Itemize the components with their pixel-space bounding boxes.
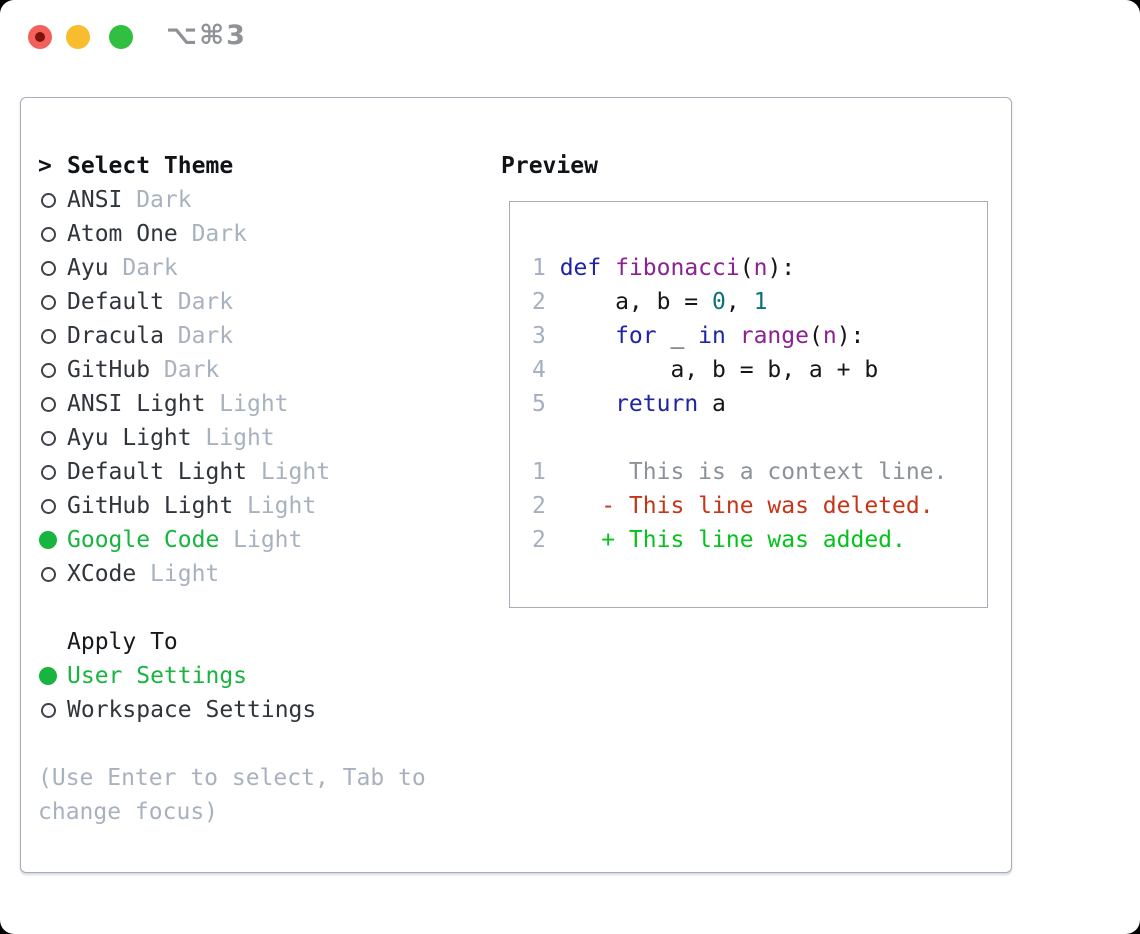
radio-unselected-icon bbox=[38, 462, 58, 482]
option-label: Ayu Light bbox=[67, 425, 192, 451]
theme-option[interactable]: Google Code Light bbox=[38, 523, 478, 557]
theme-option[interactable]: GitHub Light Light bbox=[38, 489, 478, 523]
line-number: 2 bbox=[532, 289, 546, 315]
line-content: return a bbox=[615, 391, 726, 417]
close-button[interactable] bbox=[28, 25, 52, 49]
code-line: 5 return a bbox=[532, 387, 987, 421]
radio-unselected-icon bbox=[38, 428, 58, 448]
theme-option[interactable]: Atom One Dark bbox=[38, 217, 478, 251]
option-variant: Dark bbox=[122, 255, 178, 281]
option-label: ANSI bbox=[67, 187, 123, 213]
option-variant: Light bbox=[219, 391, 289, 417]
theme-option[interactable]: Ayu Dark bbox=[38, 251, 478, 285]
option-variant: Light bbox=[233, 527, 303, 553]
line-content: This is a context line. bbox=[559, 459, 948, 485]
option-variant: Light bbox=[246, 493, 317, 519]
option-label: User Settings bbox=[67, 663, 248, 689]
theme-option[interactable]: Dracula Dark bbox=[38, 319, 478, 353]
option-variant: Light bbox=[150, 561, 220, 587]
code-line: 2 a, b = 0, 1 bbox=[532, 285, 987, 319]
option-label: ANSI Light bbox=[67, 391, 206, 417]
preview-title: Preview bbox=[501, 153, 598, 179]
option-label: Ayu bbox=[67, 255, 109, 281]
option-variant: Dark bbox=[177, 289, 234, 315]
radio-unselected-icon bbox=[38, 224, 58, 244]
line-number: 1 bbox=[532, 255, 546, 281]
select-theme-title: Select Theme bbox=[67, 153, 234, 179]
minimize-button[interactable] bbox=[66, 25, 90, 49]
code-line: 2 - This line was deleted. bbox=[532, 489, 987, 523]
line-number: 3 bbox=[532, 323, 546, 349]
option-label: Default bbox=[67, 289, 164, 315]
zoom-button[interactable] bbox=[109, 25, 133, 49]
option-variant: Light bbox=[205, 425, 275, 451]
line-content: - This line was deleted. bbox=[559, 493, 934, 519]
prompt-icon: > bbox=[38, 153, 52, 179]
code-line: 1 This is a context line. bbox=[532, 455, 987, 489]
option-variant: Dark bbox=[177, 323, 234, 349]
spacer bbox=[38, 727, 478, 761]
window-title: ⌥⌘3 bbox=[166, 20, 247, 51]
option-label: Atom One bbox=[67, 221, 178, 247]
code-line: 3 for _ in range(n): bbox=[532, 319, 987, 353]
option-variant: Dark bbox=[136, 187, 192, 213]
theme-option[interactable]: GitHub Dark bbox=[38, 353, 478, 387]
option-label: GitHub Light bbox=[67, 493, 234, 519]
option-label: Default Light bbox=[67, 459, 248, 485]
radio-unselected-icon bbox=[38, 190, 58, 210]
theme-option[interactable]: Default Dark bbox=[38, 285, 478, 319]
radio-unselected-icon bbox=[38, 394, 58, 414]
radio-unselected-icon bbox=[38, 700, 58, 720]
code-line: 1 def fibonacci(n): bbox=[532, 251, 987, 285]
theme-option[interactable]: Ayu Light Light bbox=[38, 421, 478, 455]
line-number: 1 bbox=[532, 459, 546, 485]
line-number: 2 bbox=[532, 527, 546, 553]
blank-line bbox=[532, 421, 987, 455]
radio-unselected-icon bbox=[38, 360, 58, 380]
line-number: 4 bbox=[532, 357, 546, 383]
line-content: a, b = b, a + b bbox=[559, 357, 879, 383]
select-theme-header: > Select Theme bbox=[38, 149, 478, 183]
apply-to-option[interactable]: User Settings bbox=[38, 659, 478, 693]
option-label: GitHub bbox=[67, 357, 151, 383]
option-variant: Dark bbox=[191, 221, 247, 247]
code-line: 4 a, b = b, a + b bbox=[532, 353, 987, 387]
option-variant: Dark bbox=[163, 357, 220, 383]
option-variant: Light bbox=[260, 459, 331, 485]
line-content: for _ in range(n): bbox=[615, 323, 865, 349]
radio-unselected-icon bbox=[38, 258, 58, 278]
line-content: + This line was added. bbox=[559, 527, 906, 553]
spacer bbox=[38, 591, 478, 625]
theme-option[interactable]: Default Light Light bbox=[38, 455, 478, 489]
radio-selected-icon bbox=[38, 666, 58, 686]
apply-to-title: Apply To bbox=[67, 629, 178, 655]
code-line: 2 + This line was added. bbox=[532, 523, 987, 557]
theme-option[interactable]: ANSI Dark bbox=[38, 183, 478, 217]
option-label: Google Code bbox=[67, 527, 220, 553]
radio-unselected-icon bbox=[38, 496, 58, 516]
radio-unselected-icon bbox=[38, 326, 58, 346]
radio-unselected-icon bbox=[38, 564, 58, 584]
radio-unselected-icon bbox=[38, 292, 58, 312]
line-content: def fibonacci(n): bbox=[559, 255, 796, 281]
line-number: 5 bbox=[532, 391, 546, 417]
line-content: a, b = 0, 1 bbox=[559, 289, 768, 315]
option-label: Dracula bbox=[67, 323, 164, 349]
option-label: XCode bbox=[67, 561, 137, 587]
option-label: Workspace Settings bbox=[67, 697, 317, 723]
help-text: (Use Enter to select, Tab to change focu… bbox=[38, 765, 440, 825]
line-number: 2 bbox=[532, 493, 546, 519]
apply-to-option[interactable]: Workspace Settings bbox=[38, 693, 478, 727]
theme-option[interactable]: ANSI Light Light bbox=[38, 387, 478, 421]
radio-selected-icon bbox=[38, 530, 58, 550]
theme-option[interactable]: XCode Light bbox=[38, 557, 478, 591]
